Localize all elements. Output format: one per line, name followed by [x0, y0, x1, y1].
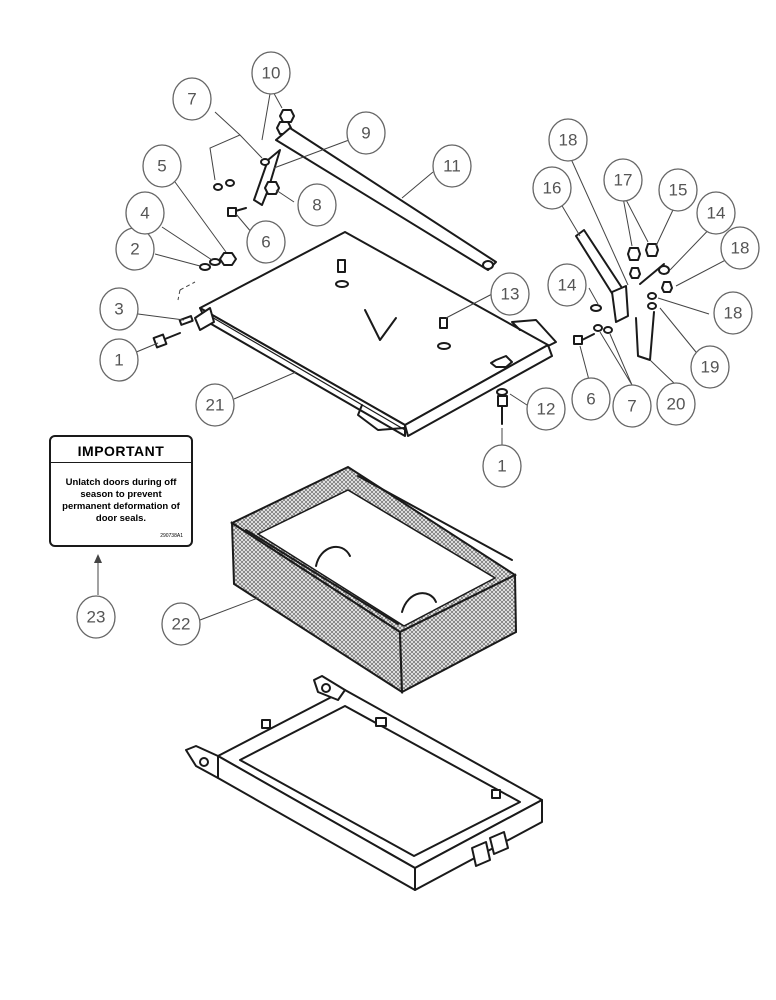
svg-text:12: 12	[537, 400, 556, 419]
callout-6: 6	[246, 220, 286, 264]
svg-text:8: 8	[312, 196, 321, 215]
callouts: 1 2 3 4 5 6 7 8 9 10 11 12 13 14 14 15 1…	[76, 51, 760, 646]
callout-14a: 14	[547, 263, 587, 307]
callout-10: 10	[251, 51, 291, 95]
svg-text:14: 14	[558, 276, 577, 295]
callout-13: 13	[490, 272, 530, 316]
callout-11: 11	[432, 144, 472, 188]
latch-bolt-front	[490, 355, 513, 425]
callout-20: 20	[656, 382, 696, 426]
svg-text:11: 11	[443, 157, 461, 176]
callout-18c: 18	[713, 291, 753, 335]
mounting-frame	[185, 675, 543, 891]
svg-text:18: 18	[731, 239, 750, 258]
svg-text:16: 16	[543, 179, 562, 198]
svg-text:6: 6	[586, 390, 595, 409]
callout-23: 23	[76, 595, 116, 639]
svg-text:23: 23	[87, 608, 106, 627]
support-rod	[275, 127, 497, 271]
callout-3: 3	[99, 287, 139, 331]
svg-text:3: 3	[114, 300, 123, 319]
lid-assembly	[194, 231, 557, 437]
svg-text:15: 15	[669, 181, 688, 200]
callout-19: 19	[690, 345, 730, 389]
important-decal: IMPORTANT Unlatch doors during off seaso…	[49, 435, 193, 547]
svg-text:4: 4	[140, 204, 149, 223]
svg-text:18: 18	[559, 131, 578, 150]
callout-16: 16	[532, 166, 572, 210]
svg-text:13: 13	[501, 285, 520, 304]
latch-hardware-right	[573, 229, 673, 361]
callout-1b: 1	[482, 444, 522, 488]
svg-text:20: 20	[667, 395, 686, 414]
svg-text:7: 7	[187, 90, 196, 109]
svg-text:21: 21	[206, 396, 225, 415]
decal-message: Unlatch doors during off season to preve…	[62, 477, 180, 524]
svg-text:17: 17	[614, 171, 633, 190]
svg-text:7: 7	[627, 397, 636, 416]
callout-21: 21	[195, 383, 235, 427]
callout-7: 7	[172, 77, 212, 121]
callout-12: 12	[526, 387, 566, 431]
svg-text:1: 1	[497, 457, 506, 476]
callout-1: 1	[99, 338, 139, 382]
decal-part-code: 290738A1	[160, 533, 183, 539]
callout-17: 17	[603, 158, 643, 202]
svg-text:10: 10	[262, 64, 281, 83]
svg-text:9: 9	[361, 124, 370, 143]
callout-4: 4	[125, 191, 165, 235]
svg-text:1: 1	[114, 351, 123, 370]
callout-15: 15	[658, 168, 698, 212]
callout-18b: 18	[720, 226, 760, 270]
callout-7b: 7	[612, 384, 652, 428]
callout-22: 22	[161, 602, 201, 646]
svg-text:5: 5	[157, 157, 166, 176]
svg-text:2: 2	[130, 240, 139, 259]
callout-14b: 14	[696, 191, 736, 235]
decal-title: IMPORTANT	[51, 437, 191, 463]
callout-5: 5	[142, 144, 182, 188]
svg-text:6: 6	[261, 233, 270, 252]
callout-18a: 18	[548, 118, 588, 162]
filter-basket	[229, 465, 518, 694]
callout-8: 8	[297, 183, 337, 227]
svg-text:14: 14	[707, 204, 726, 223]
callout-6b: 6	[571, 377, 611, 421]
svg-text:22: 22	[172, 615, 191, 634]
svg-text:19: 19	[701, 358, 720, 377]
svg-text:18: 18	[724, 304, 743, 323]
callout-9: 9	[346, 111, 386, 155]
